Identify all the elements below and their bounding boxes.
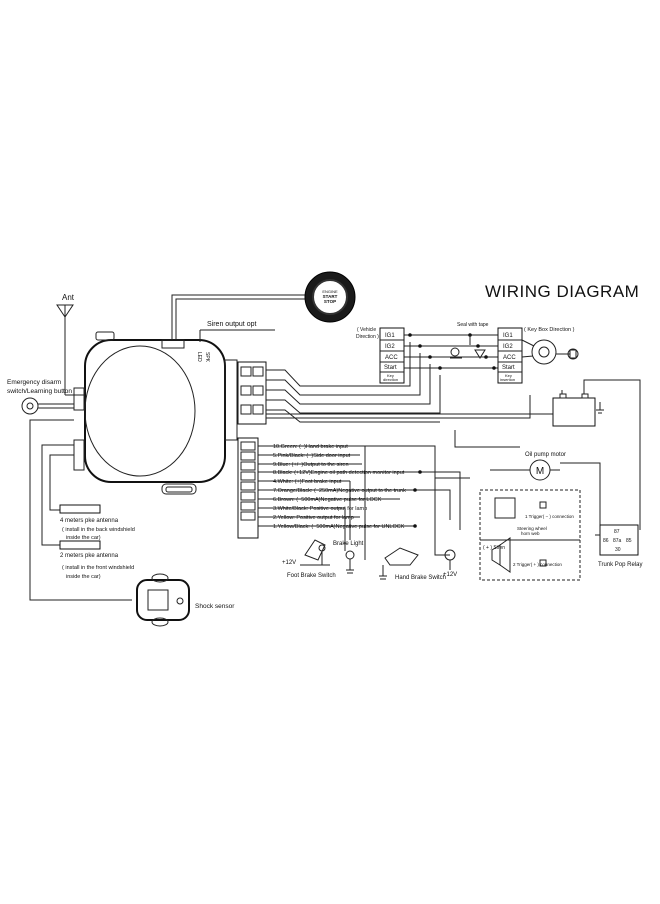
power-connector — [237, 361, 267, 425]
antenna-2m-line2: inside the car) — [66, 574, 101, 580]
vehicle-pin-ig2: IG2 — [385, 344, 395, 350]
engine-start-button — [304, 271, 356, 323]
wire-1: 1.Yellow/Black: (−500mA)Negative pulse f… — [273, 524, 405, 530]
button-label-engine: ENGINE — [322, 289, 338, 294]
relay-pin-85: 85 — [626, 538, 632, 544]
trigger-1-label: 1 Trigger( − ) connection — [525, 514, 574, 519]
key-bridge-wires — [404, 333, 498, 370]
wire-9: 9.Blue: (+/−)Output to the siren — [273, 462, 349, 468]
relay-pin-87: 87 — [614, 529, 620, 535]
key-pin-acc: ACC — [503, 355, 516, 361]
emergency-label-2: switch/Learning button — [7, 388, 72, 395]
wire-8: 8.Black: (+12V)Engine oil path detection… — [273, 470, 405, 476]
wire-6: 6.Brown: (−500mA)Negative pulse for LOCK — [273, 497, 382, 503]
key-pin-ig1: IG1 — [503, 333, 513, 339]
lamp-bulb-icon — [444, 549, 456, 570]
key-footer-2: insertion — [500, 377, 515, 382]
brake-light-label: Brake Light — [333, 541, 364, 547]
trunk-pop-relay — [595, 524, 639, 556]
vehicle-pin-ig1: IG1 — [385, 333, 395, 339]
trigger-2-label: 2 Trigger( + ) connection — [513, 562, 562, 567]
vehicle-direction-2: Direction ) — [356, 334, 379, 340]
antenna-4m-line2: inside the car) — [66, 535, 101, 541]
wire-harness-connector — [237, 437, 259, 539]
vehicle-direction-1: ( Vehicle — [357, 327, 376, 333]
battery-icon — [552, 379, 641, 530]
hand-brake-label: Hand Brake Switch — [395, 575, 446, 581]
motor-symbol: M — [536, 466, 544, 477]
emergency-button-icon — [21, 397, 74, 415]
vehicle-side-terminal — [379, 327, 405, 384]
module-led-label: LED — [196, 352, 202, 362]
relay-label: Trunk Pop Relay — [598, 562, 642, 568]
antenna-4m-line1: ( install in the back windshield — [62, 527, 135, 533]
antenna-2m-line1: ( install in the front windshield — [62, 565, 134, 571]
steering-label-2: horn web — [521, 531, 540, 536]
vehicle-footer-1: Key — [387, 373, 394, 378]
main-control-module — [73, 331, 238, 495]
brake-light-icon — [344, 508, 355, 574]
foot-brake-switch-icon — [300, 481, 351, 566]
pke-antenna-4m — [59, 504, 101, 514]
button-label-stop: STOP — [324, 299, 336, 304]
shock-sensor-icon — [136, 573, 190, 627]
relay-pin-86: 86 — [603, 538, 609, 544]
plus12-left: +12V — [282, 560, 296, 566]
relay-pin-87a: 87a — [613, 538, 622, 544]
wire-10: 10.Green: (−)Hand brake input — [273, 444, 348, 450]
wire-4: 4.White: (+)Foot brake input — [273, 479, 342, 485]
antenna-symbol — [56, 304, 85, 396]
trigger-box — [479, 489, 581, 581]
key-pin-ig2: IG2 — [503, 344, 513, 350]
steering-label: Steering wheel — [517, 526, 547, 531]
relay-pin-30: 30 — [615, 547, 621, 553]
emergency-label-1: Emergency disarm — [7, 379, 61, 386]
wire-3: 3.White/Black: Positive output for lamp — [273, 506, 367, 512]
shock-sensor-label: Shock sensor — [195, 603, 235, 610]
wire-5: 5.Pink/Black: (−)Side door input — [273, 453, 351, 459]
ignition-wires — [266, 342, 581, 423]
vehicle-footer-2: direction — [383, 377, 398, 382]
plus12-right: +12V — [443, 572, 457, 578]
pke-antenna-wiring — [29, 419, 132, 601]
oil-pump-motor-icon — [490, 459, 560, 481]
wire-7: 7.Orange/Black: (−250mA)Negative output … — [273, 488, 406, 494]
diagram-title: WIRING DIAGRAM — [485, 282, 639, 301]
key-footer-1: Key — [505, 373, 512, 378]
wire-2: 2.Yellow: Positive output for lamp — [273, 515, 354, 521]
key-side-terminal — [497, 327, 523, 384]
vehicle-pin-start: Start — [384, 365, 397, 371]
key-box-direction: ( Key Box Direction ) — [524, 327, 575, 333]
foot-brake-label: Foot Brake Switch — [287, 573, 336, 579]
seal-label: Seal with tape — [457, 322, 489, 328]
siren-label: ( + ) Siren — [483, 545, 505, 551]
module-spk-label: SPK — [204, 352, 210, 363]
wire-leaders — [258, 430, 601, 556]
pke-antenna-2m — [59, 540, 101, 550]
vehicle-pin-acc: ACC — [385, 355, 398, 361]
antenna-label: Ant — [62, 293, 75, 302]
ignition-key-icon — [521, 339, 579, 365]
hand-brake-switch-icon — [364, 446, 419, 580]
siren-output-label: Siren output opt — [207, 321, 256, 328]
key-pin-start: Start — [502, 365, 515, 371]
antenna-4m-title: 4 meters pke antenna — [60, 518, 119, 524]
button-label-start: START — [323, 294, 338, 299]
antenna-2m-title: 2 meters pke antenna — [60, 553, 119, 559]
oil-pump-label: Oil pump motor — [525, 452, 566, 458]
